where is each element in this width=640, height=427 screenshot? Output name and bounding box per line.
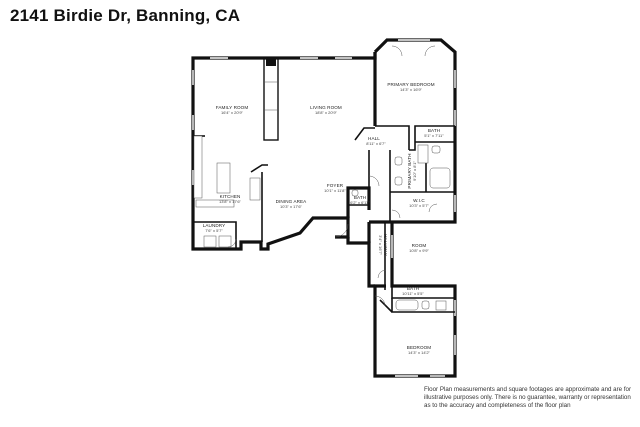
kitchen-label: KITCHEN xyxy=(220,194,241,199)
bedroom-dims: 14'3" x 14'2" xyxy=(408,350,431,355)
bath-bedroom-label: BATH xyxy=(407,286,419,291)
exterior-walls xyxy=(191,38,457,378)
bedroom-label: BEDROOM xyxy=(407,345,432,350)
room-dims: 10'8" x 9'9" xyxy=(409,248,429,253)
bath-foyer-dims: 6'2" x 6'11" xyxy=(350,200,370,205)
foyer-label: FOYER xyxy=(327,183,344,188)
family-room-label: FAMILY ROOM xyxy=(216,105,249,110)
wic-label: W.I.C xyxy=(413,198,425,203)
disclaimer-text: Floor Plan measurements and square foota… xyxy=(424,386,632,410)
primary-bath-dims: 9'10" x 8'1" xyxy=(412,161,417,181)
hallway-label: HALLWAY xyxy=(383,234,388,256)
laundry-label: LAUNDRY xyxy=(203,223,226,228)
page-title: 2141 Birdie Dr, Banning, CA xyxy=(10,6,241,25)
living-room-dims: 18'8" x 20'9" xyxy=(315,110,338,115)
primary-bedroom-label: PRIMARY BEDROOM xyxy=(387,82,434,87)
door-swings xyxy=(227,45,438,307)
hall-dims: 8'11" x 6'7" xyxy=(366,141,386,146)
wic-dims: 10'3" x 5'7" xyxy=(409,203,429,208)
dining-area-dims: 10'3" x 17'6" xyxy=(280,204,303,209)
dining-area-label: DINING AREA xyxy=(276,199,308,204)
bath-foyer-label: BATH xyxy=(354,195,366,200)
foyer-dims: 10'1" x 11'8" xyxy=(324,188,346,193)
bath-primary-dims: 5'1" x 7'11" xyxy=(424,133,444,138)
bath-primary-label: BATH xyxy=(428,128,440,133)
windows xyxy=(192,39,456,377)
laundry-dims: 7'6" x 5'7" xyxy=(205,228,223,233)
room-label: ROOM xyxy=(412,243,427,248)
primary-bedroom-dims: 14'3" x 16'9" xyxy=(400,87,423,92)
interior-walls xyxy=(193,57,455,313)
bath-bedroom-dims: 10'11" x 5'5" xyxy=(402,291,424,296)
hall-label: HALL xyxy=(368,136,380,141)
primary-bath-label: PRIMARY BATH xyxy=(407,153,412,188)
kitchen-dims: 13'8" x 17'6" xyxy=(219,199,242,204)
hallway-dims: 3'4" x 16'7" xyxy=(378,235,383,255)
living-room-label: LIVING ROOM xyxy=(310,105,342,110)
room-labels: FAMILY ROOM 16'4" x 20'9" LIVING ROOM 18… xyxy=(203,82,445,355)
family-room-dims: 16'4" x 20'9" xyxy=(221,110,244,115)
